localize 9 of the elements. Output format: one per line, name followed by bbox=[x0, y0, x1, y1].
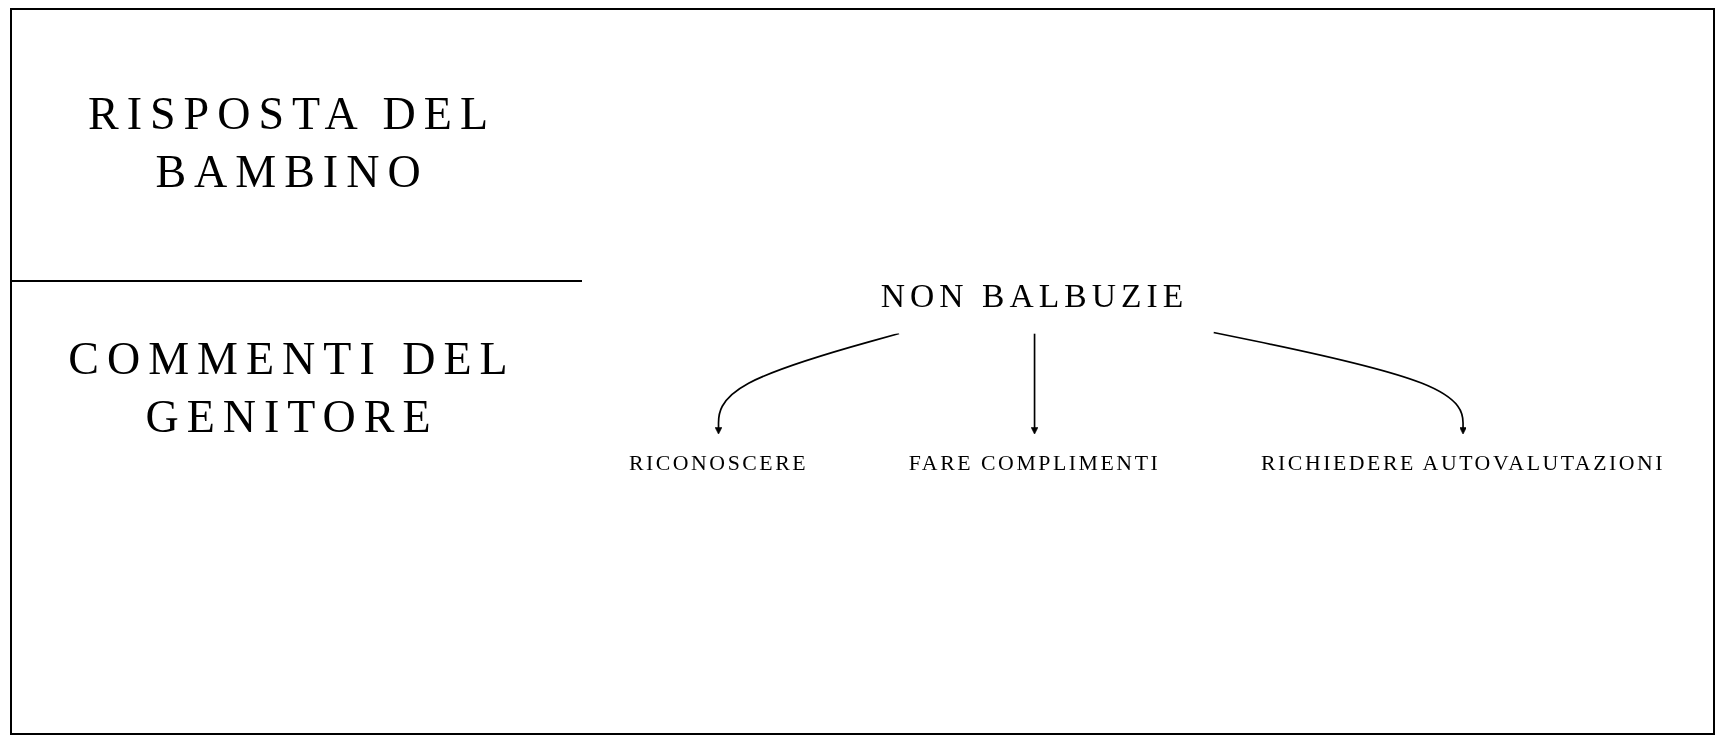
arrow bbox=[714, 332, 900, 435]
row-heading: RISPOSTA DEL BAMBINO bbox=[87, 87, 497, 199]
node-text: RICONOSCERE bbox=[628, 450, 809, 476]
node-text: RICHIEDERE AUTOVALUTAZIONI bbox=[1260, 450, 1666, 476]
row-heading: COMMENTI DEL GENITORE bbox=[67, 332, 517, 444]
node-text: NON BALBUZIE bbox=[880, 276, 1189, 315]
arrow bbox=[1030, 332, 1039, 435]
arrow bbox=[1212, 331, 1467, 435]
node-text: FARE COMPLIMENTI bbox=[908, 450, 1161, 476]
